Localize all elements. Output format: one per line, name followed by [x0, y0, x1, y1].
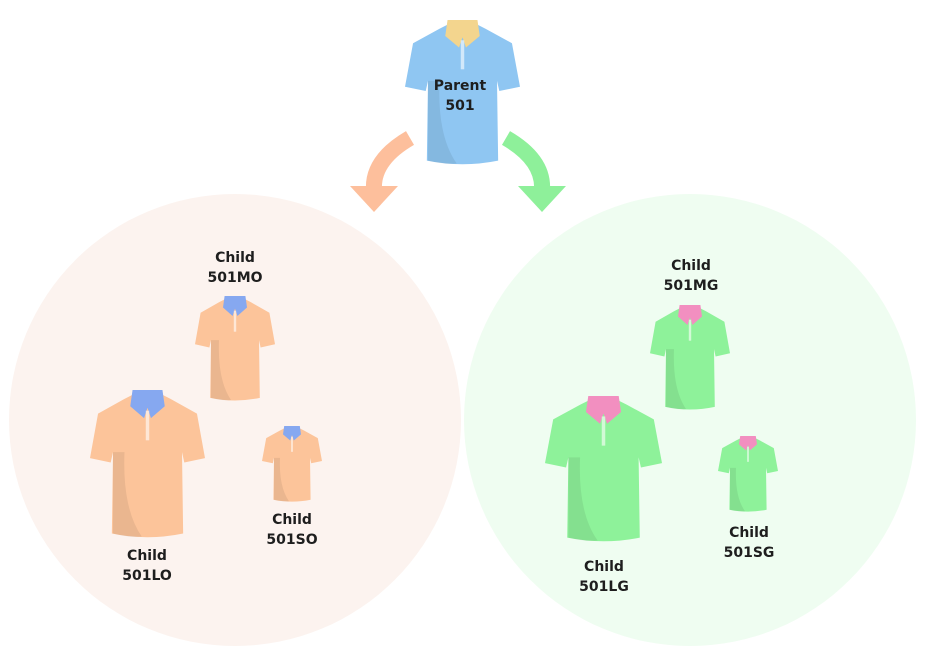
parent-label: Parent 501 — [434, 76, 486, 116]
arrow-left-icon — [350, 131, 415, 212]
label-line1: Child — [729, 525, 769, 541]
parent-label-line1: Parent — [433, 78, 487, 94]
label-line2: 501LO — [122, 568, 172, 584]
label-line2: 501MO — [207, 270, 263, 286]
label-line2: 501SG — [723, 545, 775, 561]
shirt-501lg-icon — [545, 396, 662, 542]
child-label-501lg: Child 501LG — [579, 557, 629, 597]
parent-shirt-icon — [405, 20, 520, 165]
parent-label-line2: 501 — [445, 98, 475, 114]
child-label-501lo: Child 501LO — [122, 546, 172, 586]
child-label-501so: Child 501SO — [266, 510, 317, 550]
child-label-501sg: Child 501SG — [724, 523, 775, 563]
shirt-501sg-icon — [718, 436, 778, 512]
label-line2: 501MG — [663, 278, 719, 294]
shirt-501mo-icon — [195, 296, 275, 401]
shirt-501lo-icon — [90, 390, 205, 538]
label-line1: Child — [127, 548, 167, 564]
label-line2: 501LG — [579, 579, 629, 595]
label-line1: Child — [272, 512, 312, 528]
shirt-501so-icon — [262, 426, 322, 502]
shirt-501mg-icon — [650, 305, 730, 410]
arrow-right-icon — [501, 131, 566, 212]
label-line1: Child — [584, 559, 624, 575]
label-line1: Child — [671, 258, 711, 274]
child-label-501mg: Child 501MG — [664, 256, 719, 296]
label-line1: Child — [215, 250, 255, 266]
child-label-501mo: Child 501MO — [207, 248, 262, 288]
label-line2: 501SO — [266, 532, 318, 548]
